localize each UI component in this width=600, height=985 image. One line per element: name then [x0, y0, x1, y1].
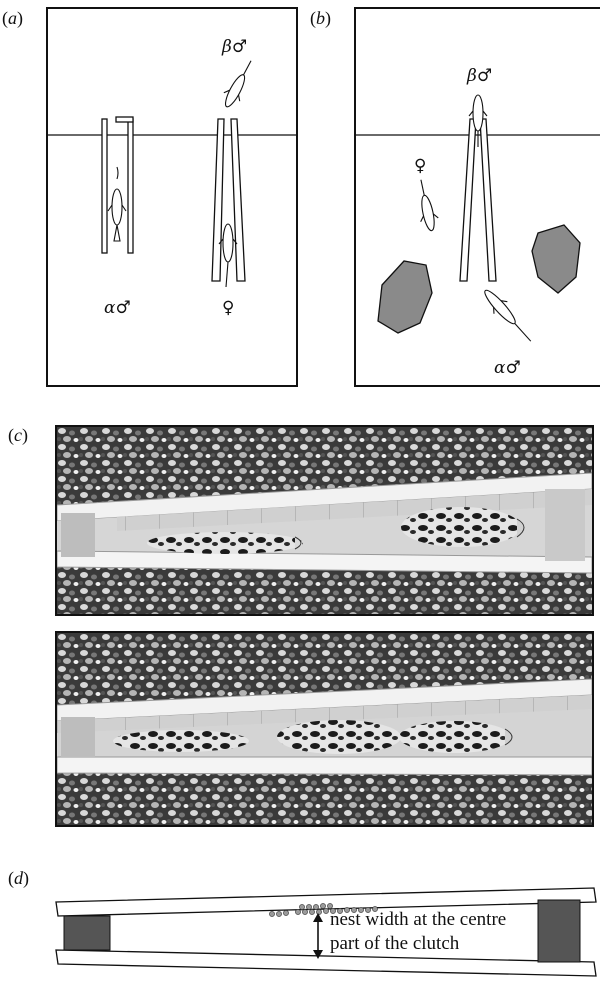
beta-male-label-b: β♂ — [466, 66, 492, 86]
fish-alpha-male-a — [108, 167, 126, 241]
support-right-d — [538, 900, 580, 962]
fish-alpha-male-b — [479, 285, 538, 348]
nest-width-label-line1: nest width at the centre — [330, 909, 506, 930]
tank-diagram-b-figure: β♂ ♀ α♂ — [354, 7, 600, 387]
alpha-male-label-a: α♂ — [104, 298, 131, 318]
tank-diagram-a-figure: β♂ α♂ ♀ — [46, 7, 298, 387]
panel-label-c: (c) — [8, 425, 28, 446]
fish-female-b — [412, 178, 440, 233]
fish-beta-male-a — [219, 57, 259, 111]
female-label-b: ♀ — [414, 156, 426, 176]
photo-bottom-c-image — [57, 633, 592, 825]
beta-male-label-a: β♂ — [221, 37, 247, 57]
width-arrow-d — [313, 913, 323, 959]
rock-left-b — [378, 261, 432, 333]
panel-label-d: (d) — [8, 868, 29, 889]
female-label-a: ♀ — [222, 298, 234, 318]
nest-diagram-d: nest width at the centre part of the clu… — [50, 886, 600, 985]
photo-top-c-image — [57, 427, 592, 614]
photo-bottom-c — [55, 631, 594, 827]
panel-label-b: (b) — [310, 8, 331, 29]
rock-right-b — [532, 225, 580, 293]
bottom-plate-d — [56, 950, 596, 976]
support-left-d — [64, 916, 110, 950]
alpha-male-label-b: α♂ — [494, 358, 521, 378]
nest-width-label-line2: part of the clutch — [330, 933, 460, 954]
panel-label-a: (a) — [2, 8, 23, 29]
photo-top-c — [55, 425, 594, 616]
